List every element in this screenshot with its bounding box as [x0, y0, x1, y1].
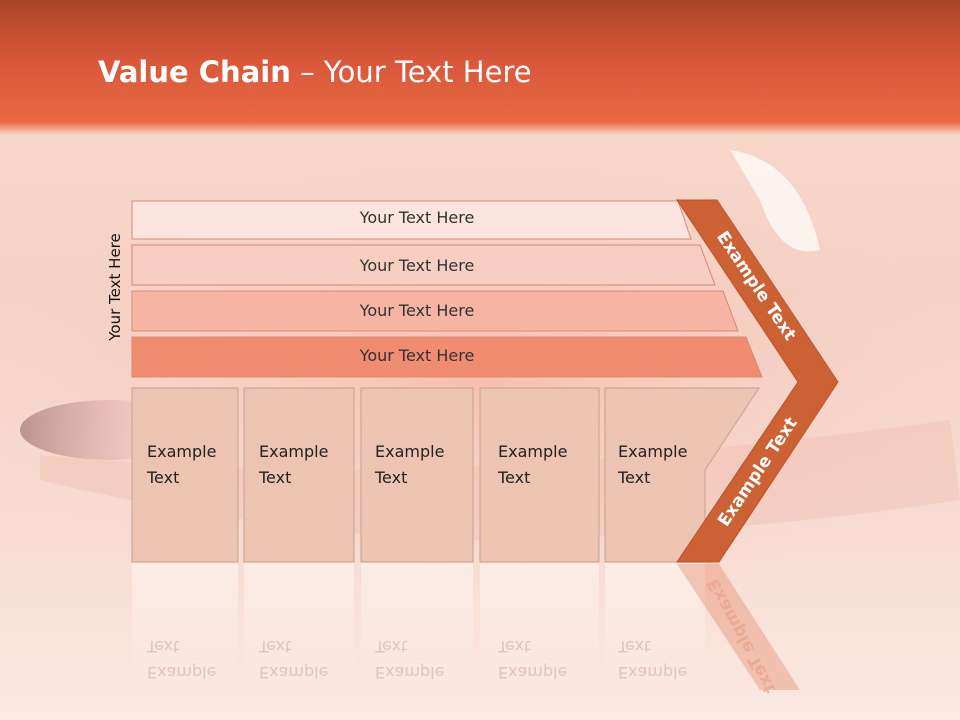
- bar-1: [131, 200, 692, 240]
- box-5: [604, 387, 760, 563]
- bar-label-1: Your Text Here: [359, 208, 475, 227]
- chevron-arrow-reflection: [677, 564, 800, 690]
- title-bold: Value Chain: [98, 55, 291, 89]
- box-2: [243, 387, 355, 563]
- bar-label-2: Your Text Here: [359, 256, 475, 275]
- box-1: [131, 387, 239, 563]
- bar-label-3: Your Text Here: [359, 301, 475, 320]
- bar-3: [131, 290, 739, 332]
- title-rest: – Your Text Here: [290, 55, 532, 89]
- chevron-arrow: [676, 199, 839, 563]
- box-3: [360, 387, 474, 563]
- bar-4: [131, 336, 763, 378]
- slide-title: Value Chain – Your Text Here: [98, 52, 532, 92]
- title-banner: [0, 0, 960, 135]
- box-4: [479, 387, 600, 563]
- bar-2: [131, 244, 716, 286]
- bar-label-4: Your Text Here: [359, 346, 475, 365]
